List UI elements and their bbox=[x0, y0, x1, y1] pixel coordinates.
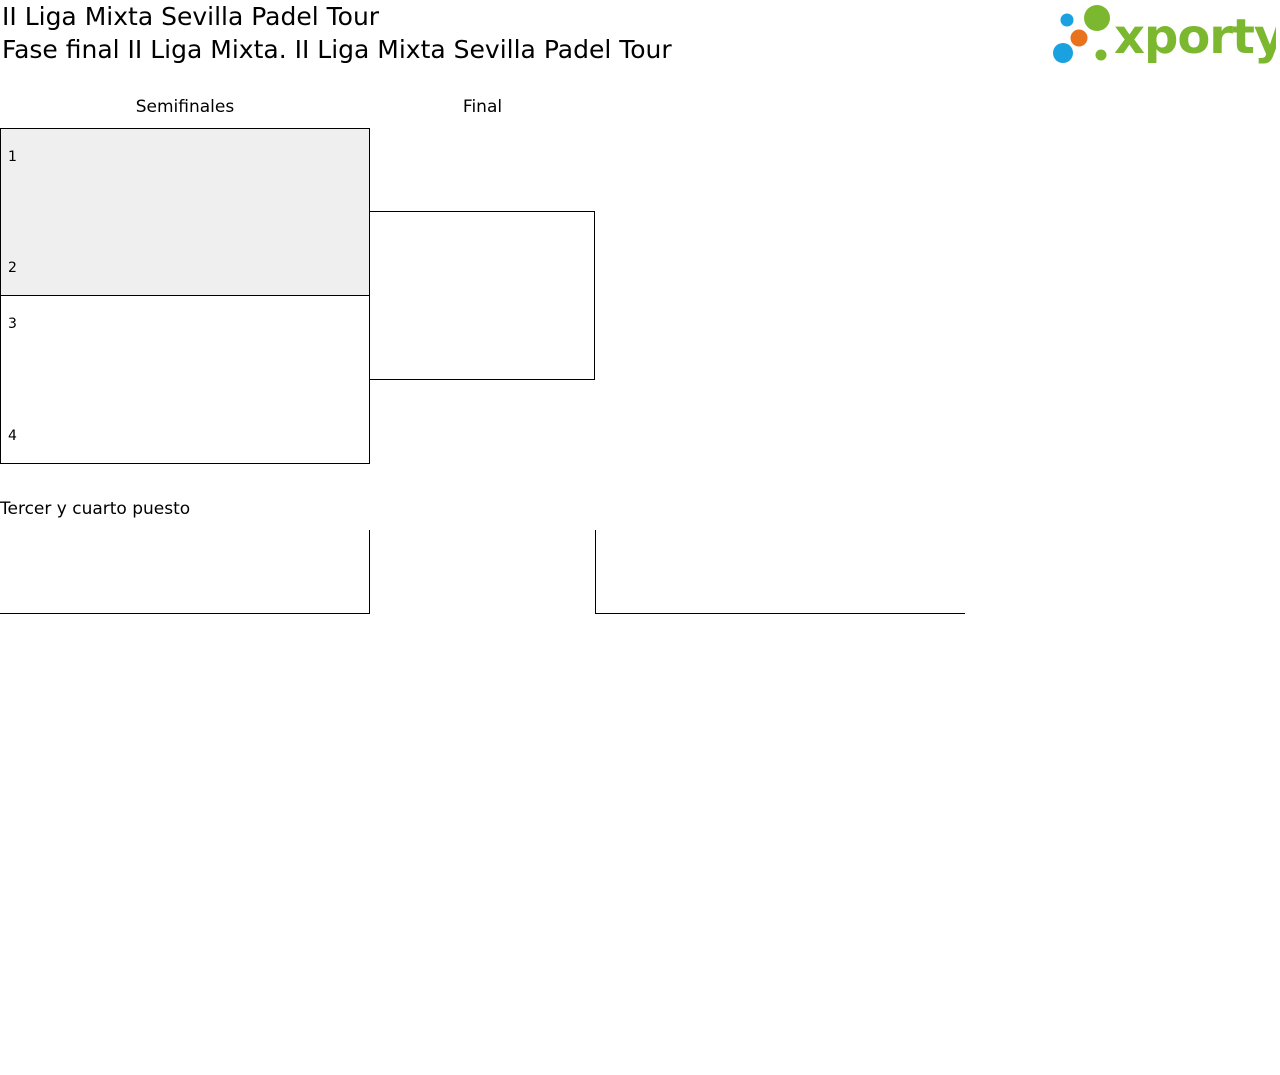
third-place-slot-right bbox=[595, 613, 965, 614]
seed-1: 1 bbox=[8, 149, 17, 165]
seed-3: 3 bbox=[8, 316, 17, 332]
round-label-semifinales: Semifinales bbox=[135, 97, 235, 117]
third-place-connector-right bbox=[595, 530, 596, 614]
xporty-logo[interactable]: xporty bbox=[1050, 3, 1280, 67]
final-match[interactable] bbox=[369, 211, 595, 380]
semifinal-match-1[interactable] bbox=[0, 128, 370, 296]
seed-2: 2 bbox=[8, 260, 17, 276]
third-place-label: Tercer y cuarto puesto bbox=[0, 499, 191, 519]
third-place-slot-left bbox=[0, 613, 370, 614]
semifinal-match-2[interactable] bbox=[0, 295, 370, 464]
page-title: II Liga Mixta Sevilla Padel Tour bbox=[2, 2, 380, 31]
svg-text:xporty: xporty bbox=[1114, 9, 1276, 65]
third-place-connector-left bbox=[369, 530, 370, 614]
page-subtitle: Fase final II Liga Mixta. II Liga Mixta … bbox=[2, 35, 672, 64]
seed-4: 4 bbox=[8, 428, 17, 444]
round-label-final: Final bbox=[462, 97, 503, 117]
xporty-logo-icon: xporty bbox=[1053, 5, 1280, 65]
